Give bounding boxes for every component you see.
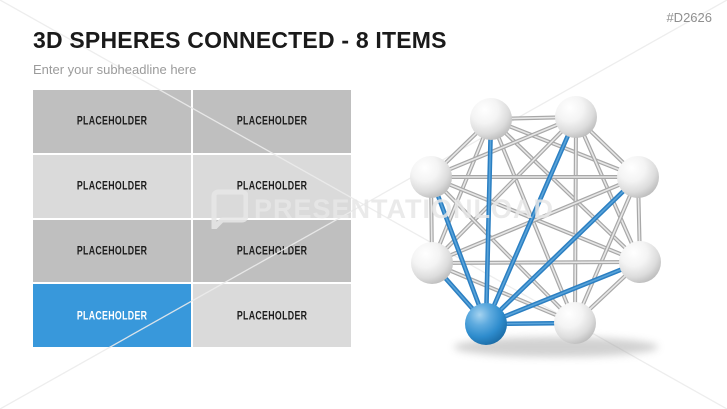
connector-gray xyxy=(573,115,578,325)
table-cell-label: PLACEHOLDER xyxy=(236,244,308,258)
slide-title[interactable]: 3D SPHERES CONNECTED - 8 ITEMS xyxy=(33,27,447,53)
sphere-bottom-right[interactable] xyxy=(554,302,596,344)
table-cell-r1c2[interactable]: PLACEHOLDER xyxy=(193,90,351,153)
table-cell-label: PLACEHOLDER xyxy=(76,309,148,323)
sphere-right-lower[interactable] xyxy=(619,241,661,283)
table-cell-label: PLACEHOLDER xyxy=(76,179,148,193)
table-cell-r2c2[interactable]: PLACEHOLDER xyxy=(193,154,351,218)
sphere-left-lower[interactable] xyxy=(411,242,453,284)
slide-code: #D2626 xyxy=(666,10,712,25)
header: 3D SPHERES CONNECTED - 8 ITEMS Enter you… xyxy=(33,27,447,77)
placeholder-table: PLACEHOLDER PLACEHOLDER PLACEHOLDER PLACEHO… xyxy=(33,90,351,347)
sphere-left-upper[interactable] xyxy=(410,156,452,198)
sphere-top-right[interactable] xyxy=(555,96,597,138)
sphere-top-left[interactable] xyxy=(470,98,512,140)
table-cell-label: PLACEHOLDER xyxy=(76,244,148,258)
table-cell-r3c1[interactable]: PLACEHOLDER xyxy=(33,219,191,283)
sphere-bottom-left[interactable] xyxy=(465,303,507,345)
connector-blue xyxy=(483,116,494,327)
connector-gray xyxy=(429,175,577,325)
table-cell-label: PLACEHOLDER xyxy=(76,114,148,128)
table-cell-label: PLACEHOLDER xyxy=(236,179,308,193)
spheres-diagram xyxy=(410,96,661,357)
table-cell-r4c2[interactable]: PLACEHOLDER xyxy=(193,284,351,347)
table-cell-label: PLACEHOLDER xyxy=(236,309,308,323)
table-cell-r1c1[interactable]: PLACEHOLDER xyxy=(33,90,191,153)
table-cell-r2c1[interactable]: PLACEHOLDER xyxy=(33,154,191,218)
table-cell-r4c1[interactable]: PLACEHOLDER xyxy=(33,284,191,347)
table-cell-r3c2[interactable]: PLACEHOLDER xyxy=(193,219,351,283)
slide-subheadline[interactable]: Enter your subheadline here xyxy=(33,62,197,77)
table-cell-label: PLACEHOLDER xyxy=(236,114,308,128)
sphere-right-upper[interactable] xyxy=(617,156,659,198)
